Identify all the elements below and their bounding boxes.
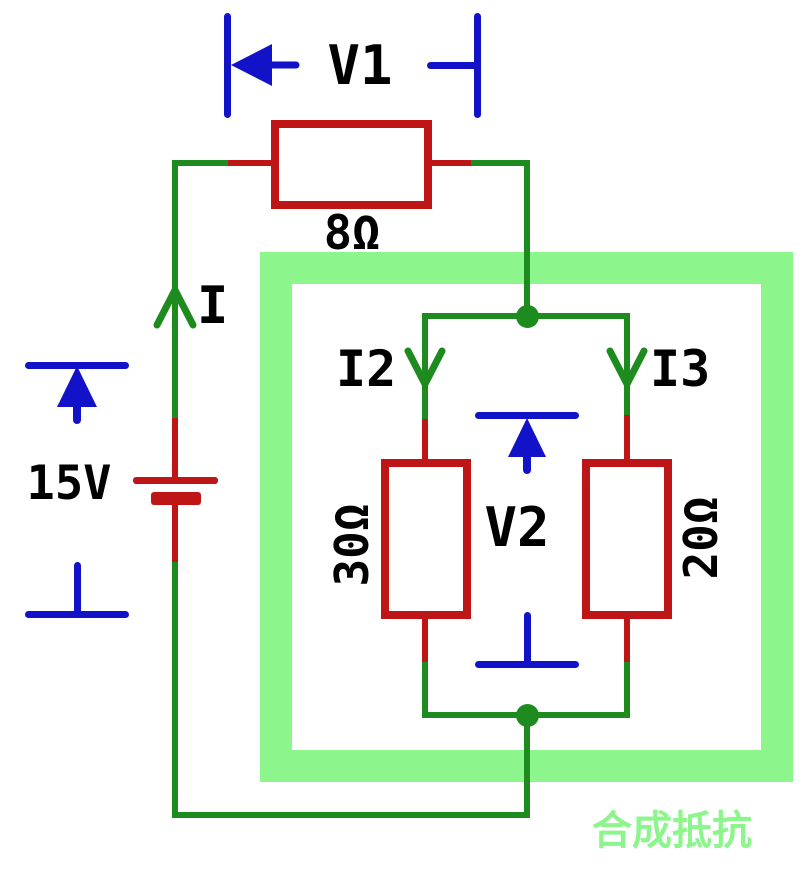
- wire-battery-bottom-lead: [172, 503, 178, 564]
- label-current-i3: I3: [650, 340, 711, 398]
- source-minus-stub: [74, 562, 81, 614]
- v2-plus-tick-line: [475, 412, 579, 419]
- resistor-30ohm-body: [381, 459, 471, 619]
- wire-branch3-bottom-lead: [624, 611, 630, 664]
- wire-branch2-upper-green: [422, 313, 428, 421]
- junction-dot-top: [516, 305, 539, 328]
- wire-top-left-red-lead: [228, 160, 275, 166]
- wire-branch2-top-lead: [422, 419, 428, 465]
- label-resistor-30ohm: 30Ω: [325, 503, 379, 587]
- wire-right-drop-green: [524, 160, 530, 319]
- wire-bottom-return-green: [172, 812, 530, 818]
- wire-top-right-green: [471, 160, 530, 166]
- label-v1: V1: [327, 34, 393, 97]
- resistor-20ohm-body: [582, 459, 672, 619]
- source-plus-tick-line: [25, 362, 129, 369]
- v2-minus-stub: [524, 612, 531, 664]
- wire-left-upper-green: [172, 160, 178, 420]
- wire-branch3-lower-green: [624, 662, 630, 718]
- label-resistor-8ohm: 8Ω: [323, 206, 381, 261]
- wire-top-left-green: [172, 160, 230, 166]
- wire-branch2-bottom-lead: [422, 611, 428, 664]
- label-resistor-20ohm: 20Ω: [674, 496, 728, 580]
- wire-return-stem-green: [524, 712, 530, 818]
- v1-right-tick-bar: [474, 13, 481, 118]
- wire-left-lower-green: [172, 562, 178, 818]
- label-combined-resistance-caption: 合成抵抗: [592, 809, 752, 853]
- v1-right-lead-line: [427, 62, 477, 69]
- wire-branch3-top-lead: [624, 415, 630, 465]
- wire-top-right-red-lead: [428, 160, 473, 166]
- v1-left-tick-bar: [224, 13, 231, 118]
- wire-branch3-upper-green: [624, 313, 630, 417]
- junction-dot-bottom: [516, 704, 539, 727]
- label-current-i: I: [197, 276, 229, 336]
- battery-positive-plate: [133, 477, 218, 484]
- label-source-15v: 15V: [26, 456, 112, 511]
- label-v2: V2: [484, 496, 550, 559]
- v1-arrowhead-icon: [231, 44, 272, 86]
- v2-minus-tick-line: [475, 661, 579, 668]
- battery-negative-plate: [151, 492, 201, 505]
- source-minus-tick-line: [25, 611, 129, 618]
- label-current-i2: I2: [336, 340, 397, 398]
- wire-branch2-lower-green: [422, 662, 428, 718]
- source-up-arrowhead-icon: [57, 366, 97, 407]
- wire-battery-top-lead: [172, 418, 178, 479]
- resistor-8ohm-body: [271, 120, 432, 209]
